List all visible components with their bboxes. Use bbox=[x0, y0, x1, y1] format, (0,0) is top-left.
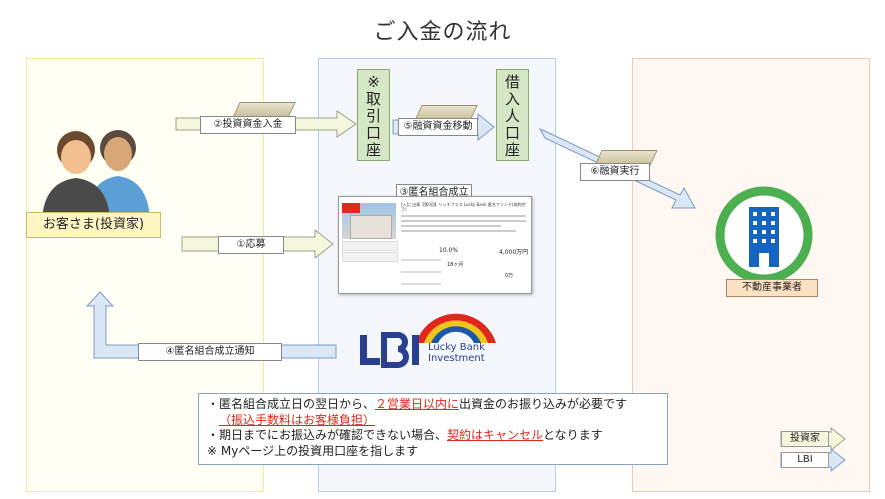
customers-icon bbox=[42, 130, 150, 220]
fund-document-thumbnail: [入]に出資【第0回】リッチプラス Lucky Bank 匿名ファンド(成約完了… bbox=[338, 196, 532, 294]
note-highlight: 契約はキャンセル bbox=[447, 428, 544, 442]
step1-label: ①応募 bbox=[218, 236, 284, 254]
trading-account-char: 引 bbox=[365, 107, 381, 125]
trading-account-char: 座 bbox=[365, 141, 381, 159]
page-title: ご入金の流れ bbox=[373, 20, 512, 45]
trading-account-char: 口 bbox=[365, 124, 381, 142]
borrowing-account-char: 人 bbox=[504, 107, 520, 125]
doc-value: 0万 bbox=[505, 273, 514, 279]
trading-account-char: ※ bbox=[367, 73, 380, 91]
building-photo bbox=[342, 203, 396, 239]
borrowing-account-char: 座 bbox=[504, 141, 520, 159]
doc-header: [入]に出資【第0回】リッチプラス Lucky Bank 匿名ファンド(成約完了… bbox=[401, 202, 526, 212]
doc-value: 18ヶ月 bbox=[447, 262, 464, 268]
note-highlight: （振込手数料はお客様負担） bbox=[219, 412, 376, 427]
note-text: ・匿名組合成立日の翌日から、 bbox=[207, 397, 376, 411]
trading-account-box: ※ 取 引 口 座 bbox=[357, 69, 390, 161]
borrowing-account-char: 借 bbox=[504, 73, 520, 91]
note-text: 出資金のお振り込みが必要です bbox=[459, 397, 628, 411]
step4-label: ④匿名組合成立通知 bbox=[138, 343, 282, 361]
legend-lbi: LBI bbox=[781, 452, 829, 468]
building-icon bbox=[715, 186, 813, 284]
note-text: ・期日までにお振込みが確認できない場合、 bbox=[207, 428, 448, 442]
trading-account-char: 取 bbox=[365, 90, 381, 108]
lbi-logo bbox=[360, 313, 496, 368]
lbi-logo-line2: Investment bbox=[428, 353, 485, 364]
note-text: となります bbox=[543, 428, 603, 442]
step5-label: ⑤融資資金移動 bbox=[398, 118, 478, 136]
borrowing-account-box: 借 入 人 口 座 bbox=[496, 69, 529, 161]
doc-value: 4,000万円 bbox=[499, 249, 529, 256]
doc-value: 10.0% bbox=[439, 247, 459, 254]
legend-investor: 投資家 bbox=[781, 431, 829, 447]
note-line-2: （振込手数料はお客様負担） bbox=[207, 413, 659, 429]
borrowing-account-char: 口 bbox=[504, 124, 520, 142]
notes-box: ・匿名組合成立日の翌日から、２営業日以内に出資金のお振り込みが必要です （振込手… bbox=[198, 393, 668, 465]
lbi-logo-text: Lucky Bank Investment bbox=[428, 342, 485, 364]
customer-label: お客さま(投資家) bbox=[26, 212, 161, 238]
step2-label: ②投資資金入金 bbox=[200, 116, 296, 134]
note-highlight: ２営業日以内に bbox=[375, 397, 460, 411]
realestate-label: 不動産事業者 bbox=[726, 279, 818, 297]
note-line-4: ※ Myページ上の投資用口座を指します bbox=[207, 443, 419, 458]
borrowing-account-char: 入 bbox=[504, 90, 520, 108]
note-line-1: ・匿名組合成立日の翌日から、２営業日以内に出資金のお振り込みが必要です bbox=[207, 397, 659, 413]
lbi-logo-line1: Lucky Bank bbox=[428, 342, 485, 353]
note-line-3: ・期日までにお振込みが確認できない場合、契約はキャンセルとなります bbox=[207, 428, 659, 444]
step6-label: ⑥融資実行 bbox=[580, 163, 650, 181]
